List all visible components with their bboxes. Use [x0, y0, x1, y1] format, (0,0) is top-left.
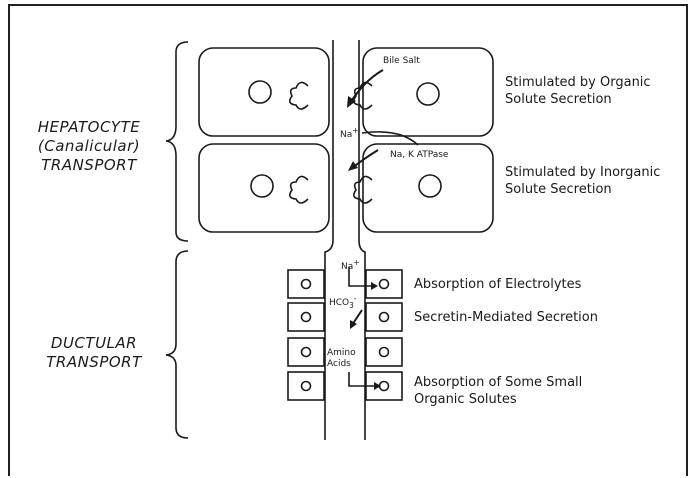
duct-cell-right-3	[366, 338, 402, 366]
hepatocyte-cell-top-left	[199, 48, 329, 136]
duct-cell-left-4	[288, 372, 324, 400]
organelle-bottom-left	[290, 176, 308, 203]
hepatocyte-label-line2: (Canalicular)	[14, 137, 164, 156]
duct-nucleus-l1	[302, 280, 311, 289]
duct-nucleus-l2	[302, 313, 311, 322]
hepatocyte-label-line1: HEPATOCYTE	[14, 118, 164, 137]
ductular-brace	[166, 251, 188, 438]
nucleus-bottom-right	[419, 175, 441, 197]
duct-cell-left-2	[288, 303, 324, 331]
hepatocyte-label-line3: TRANSPORT	[14, 156, 164, 175]
nucleus-top-left	[249, 81, 271, 103]
amino-acids-label: Amino Acids	[327, 348, 356, 370]
duct-nucleus-r1	[380, 280, 389, 289]
secretin-secretion-description: Secretin-Mediated Secretion	[414, 309, 598, 326]
ductular-label-line2: TRANSPORT	[24, 353, 164, 372]
hepatocyte-cell-bottom-left	[199, 144, 329, 232]
hepatocyte-section-label: HEPATOCYTE (Canalicular) TRANSPORT	[14, 118, 164, 175]
ductular-section-label: DUCTULAR TRANSPORT	[24, 334, 164, 372]
electrolyte-arrowhead	[371, 282, 378, 290]
small-solute-absorption-description: Absorption of Some Small Organic Solutes	[414, 374, 582, 408]
duct-cell-left-1	[288, 270, 324, 298]
hepatocyte-brace	[166, 42, 188, 241]
duct-nucleus-r2	[380, 313, 389, 322]
na-label-1: Na+	[340, 126, 359, 140]
amino-acid-absorption-arrow	[349, 372, 376, 386]
organelle-top-left	[290, 82, 308, 109]
organic-solute-description: Stimulated by Organic Solute Secretion	[505, 74, 651, 108]
nucleus-bottom-left	[251, 175, 273, 197]
ductular-label-line1: DUCTULAR	[24, 334, 164, 353]
na-label-2: Na+	[341, 258, 360, 272]
na-secretion-arrowhead	[348, 161, 358, 171]
inorganic-solute-description: Stimulated by Inorganic Solute Secretion	[505, 164, 660, 198]
duct-cell-right-2	[366, 303, 402, 331]
bile-salt-label: Bile Salt	[383, 56, 420, 66]
nucleus-top-right	[417, 83, 439, 105]
duct-nucleus-r3	[380, 348, 389, 357]
duct-wall-right	[359, 40, 365, 440]
hco3-label: HCO3-	[329, 294, 357, 310]
na-k-atpase-label: Na, K ATPase	[390, 150, 448, 160]
duct-cell-left-3	[288, 338, 324, 366]
duct-nucleus-l3	[302, 348, 311, 357]
duct-nucleus-l4	[302, 382, 311, 391]
electrolyte-absorption-description: Absorption of Electrolytes	[414, 276, 581, 293]
